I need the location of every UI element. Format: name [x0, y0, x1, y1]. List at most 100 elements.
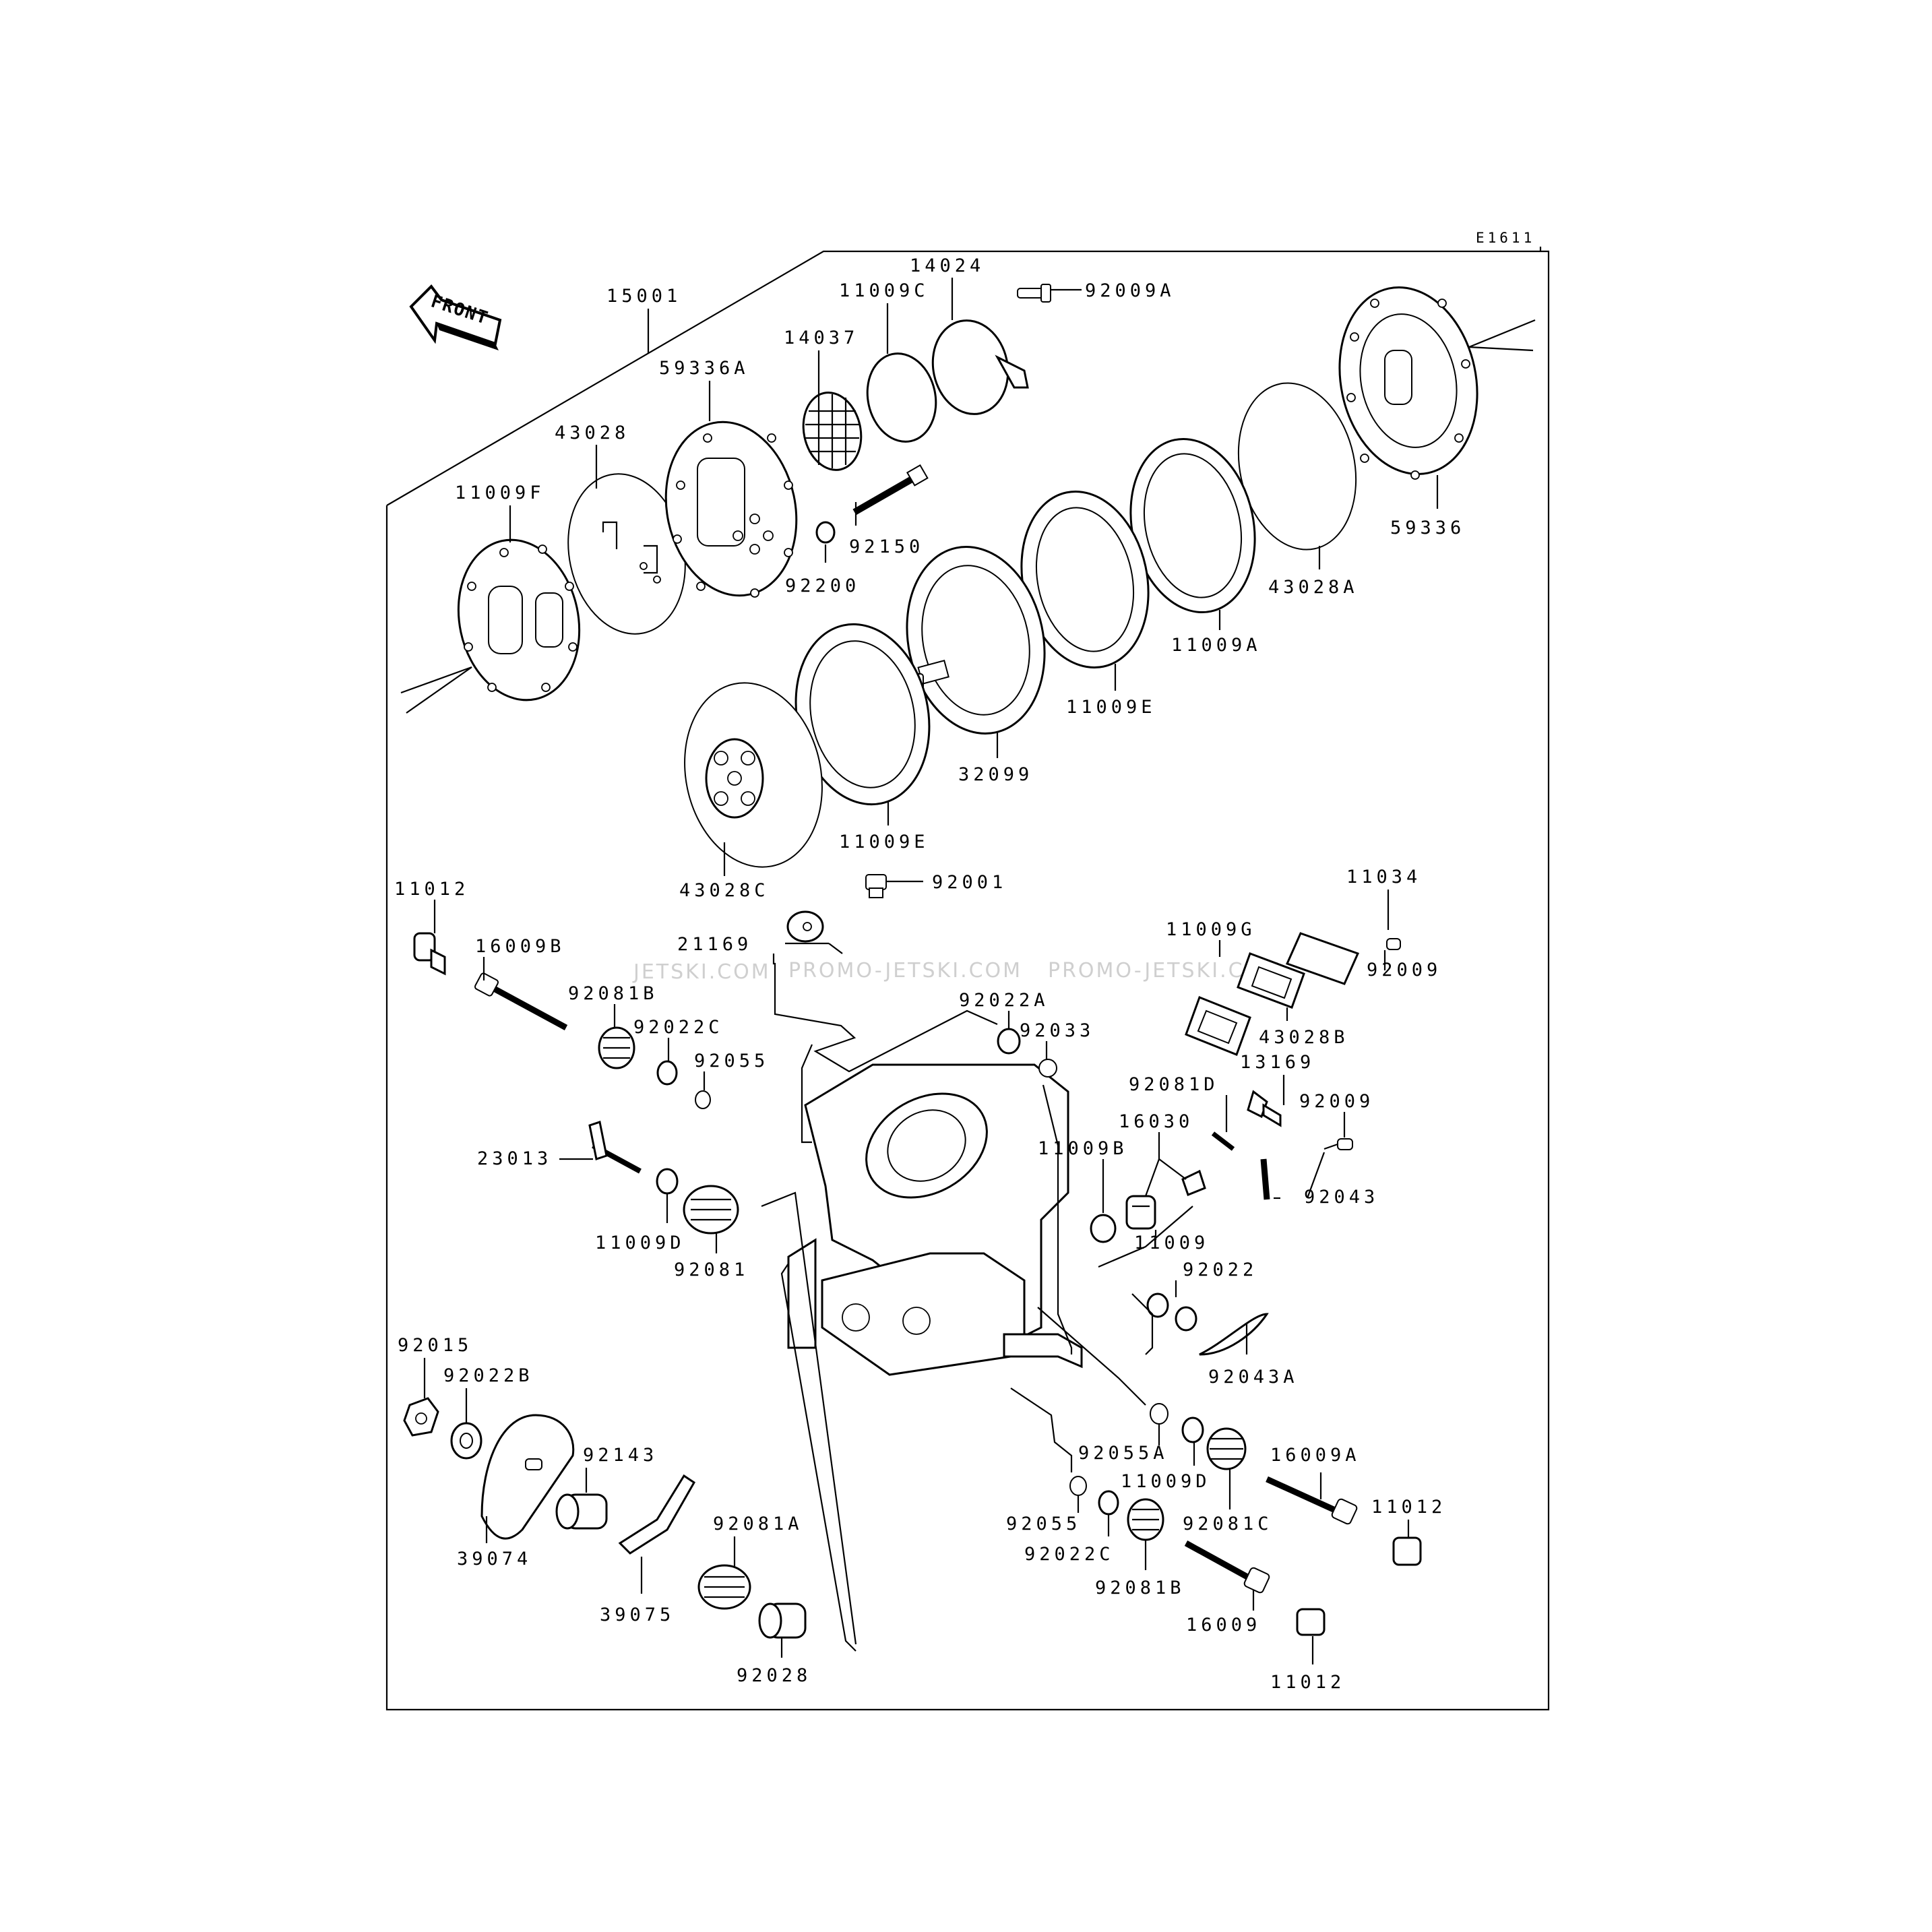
- label-16009A: 16009A: [1270, 1445, 1361, 1466]
- lever-13169: [1247, 1090, 1282, 1127]
- label-43028B: 43028B: [1259, 1027, 1349, 1048]
- oring-92055A: [1150, 1403, 1168, 1425]
- leader-lines: [400, 278, 1536, 1664]
- carburetor-body: [787, 1044, 1083, 1376]
- cap-14024: [931, 319, 1029, 415]
- label-92200: 92200: [785, 575, 860, 596]
- label-92009-lower: 92009: [1299, 1091, 1374, 1112]
- label-11009F: 11009F: [455, 482, 545, 503]
- clip-92043A: [1199, 1313, 1269, 1356]
- spring-92081D: [1211, 1131, 1235, 1151]
- spring-92081-left: [683, 1185, 739, 1235]
- screw-92009A: [1017, 284, 1051, 303]
- label-92022C-upper: 92022C: [633, 1017, 724, 1038]
- clip-92033: [1038, 1059, 1057, 1078]
- label-16009B: 16009B: [475, 936, 565, 957]
- plug-11009: [1125, 1195, 1156, 1230]
- label-11009E-upper: 11009E: [1066, 697, 1156, 718]
- screw-92009-upper: [1386, 938, 1401, 950]
- watermark-1: JETSKI.COM: [632, 960, 771, 984]
- label-59336A: 59336A: [659, 358, 749, 379]
- label-11012-bottom: 11012: [1270, 1672, 1345, 1693]
- label-32099: 32099: [958, 764, 1033, 785]
- label-43028: 43028: [555, 423, 629, 443]
- cap-11012-left: [413, 932, 446, 976]
- collar-92028: [758, 1602, 807, 1639]
- label-92055-lower: 92055: [1006, 1514, 1081, 1534]
- label-92022C-lower: 92022C: [1024, 1544, 1115, 1565]
- washer-92022A: [997, 1028, 1021, 1055]
- label-92001: 92001: [932, 872, 1007, 893]
- needle-16009B: [474, 972, 568, 1030]
- spring-92081C: [1206, 1427, 1247, 1470]
- label-14024: 14024: [910, 255, 985, 276]
- label-92022A: 92022A: [959, 990, 1049, 1011]
- cover-59336A: [664, 420, 798, 598]
- label-43028A: 43028A: [1268, 577, 1359, 598]
- label-92081C: 92081C: [1183, 1514, 1273, 1534]
- label-11012-right: 11012: [1371, 1497, 1446, 1518]
- gasket-43028B: [1237, 952, 1305, 1009]
- label-14037: 14037: [784, 328, 859, 348]
- gasket-11009A: [1129, 437, 1256, 614]
- label-92055A: 92055A: [1078, 1443, 1168, 1464]
- label-21169: 21169: [677, 934, 752, 955]
- label-11009D-right: 11009D: [1121, 1471, 1211, 1492]
- label-92055-upper: 92055: [694, 1051, 769, 1071]
- front-arrow-icon: FRONT: [409, 284, 502, 350]
- label-92150: 92150: [849, 536, 924, 557]
- label-92028: 92028: [737, 1665, 811, 1686]
- label-23013: 23013: [477, 1148, 552, 1169]
- lever-39075: [618, 1474, 695, 1555]
- gasket-11009E-lower: [794, 623, 931, 806]
- screen-14037: [802, 392, 863, 471]
- label-92033: 92033: [1020, 1020, 1094, 1041]
- diagram-code: E1611: [1476, 230, 1535, 246]
- label-11009C: 11009C: [839, 280, 929, 301]
- label-92081B-lower: 92081B: [1095, 1578, 1185, 1598]
- nut-92015: [403, 1397, 439, 1437]
- label-92043: 92043: [1304, 1187, 1379, 1208]
- label-92009-upper: 92009: [1367, 960, 1441, 980]
- bolt-92150: [852, 464, 929, 516]
- pin-92043: [1260, 1158, 1270, 1200]
- needle-16009: [1184, 1540, 1270, 1594]
- cover-plate-11009F: [457, 538, 581, 702]
- label-11009G: 11009G: [1166, 919, 1256, 940]
- label-15001: 15001: [606, 286, 681, 307]
- washer-92022C-upper: [656, 1060, 678, 1086]
- screw-92001: [865, 874, 887, 898]
- label-16009: 16009: [1186, 1615, 1261, 1635]
- spring-92081A: [697, 1564, 751, 1610]
- washer-92022B: [450, 1422, 482, 1460]
- spring-92081B-upper: [598, 1026, 635, 1069]
- label-43028C: 43028C: [679, 880, 770, 901]
- washer-92022-right-a: [1146, 1292, 1169, 1318]
- washer-92200: [815, 521, 836, 544]
- needle-valve-16030: [1181, 1169, 1206, 1196]
- cap-11012-right: [1392, 1536, 1422, 1566]
- gasket-43028A: [1237, 382, 1357, 551]
- spring-92081B-lower: [1127, 1498, 1164, 1541]
- pump-body-32099: [906, 545, 1046, 735]
- collar-92143: [555, 1493, 608, 1530]
- label-92081D: 92081D: [1129, 1074, 1219, 1095]
- label-59336: 59336: [1390, 518, 1465, 538]
- lever-39074: [480, 1414, 575, 1540]
- washer-11009B: [1090, 1214, 1117, 1243]
- label-11009A: 11009A: [1171, 635, 1261, 656]
- cover-59336: [1338, 286, 1478, 480]
- part-labels: 15001 14024 11009C 92009A 14037 59336A 4…: [394, 255, 1465, 1693]
- needle-16009A: [1266, 1476, 1358, 1525]
- label-11012-top: 11012: [394, 879, 469, 900]
- label-92143: 92143: [583, 1445, 658, 1466]
- label-11009: 11009: [1134, 1233, 1209, 1253]
- label-39075: 39075: [600, 1604, 675, 1625]
- label-92022: 92022: [1183, 1259, 1257, 1280]
- oring-92055-upper: [695, 1090, 711, 1109]
- label-11009D-left: 11009D: [595, 1233, 685, 1253]
- watermark-2: PROMO-JETSKI.COM: [788, 959, 1022, 983]
- label-92015: 92015: [398, 1335, 472, 1356]
- washer-11009D-right: [1181, 1416, 1204, 1443]
